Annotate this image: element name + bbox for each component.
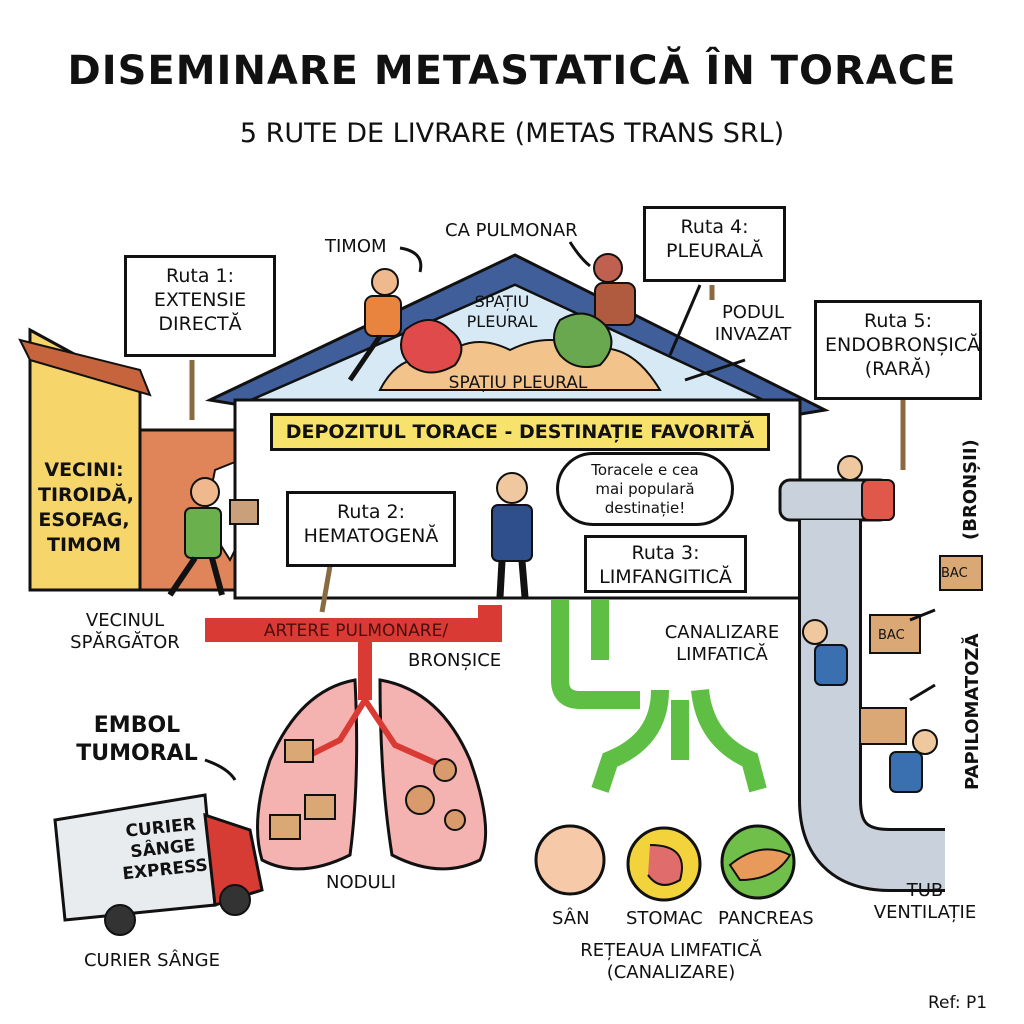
label-vecini-2: TIROIDĂ, xyxy=(38,484,134,506)
reference-label: Ref: P1 xyxy=(928,993,988,1013)
box-label-bac-2: BAC xyxy=(878,628,905,643)
bubble-line-3: destinație! xyxy=(604,499,686,517)
route-4-name: PLEURALĂ xyxy=(666,240,763,262)
route-3-sign: Ruta 3: LIMFANGITICĂ xyxy=(584,535,747,593)
delivery-truck-icon xyxy=(53,793,264,936)
label-papilomatoza: PAPILOMATOZĂ xyxy=(962,633,983,791)
label-canalizare: CANALIZARE LIMFATICĂ xyxy=(652,622,792,666)
route-5-name-1: ENDOBRONȘICĂ xyxy=(825,334,981,356)
label-spatiu-pleural-roof: SPAȚIU PLEURAL xyxy=(462,292,542,332)
label-embol-tumoral: EMBOL TUMORAL xyxy=(72,712,202,768)
label-vecinul: VECINUL xyxy=(85,610,165,631)
label-tub: TUB xyxy=(906,880,944,901)
sign-posts xyxy=(189,285,906,613)
route-5-name-2: (RARĂ) xyxy=(864,358,932,380)
page-title: DISEMINARE METASTATICĂ ÎN TORACE xyxy=(67,48,957,94)
route-2-sign: Ruta 2: HEMATOGENĂ xyxy=(286,491,456,567)
label-ca-pulmonar: CA PULMONAR xyxy=(445,220,578,241)
label-vecini-1: VECINI: xyxy=(44,459,124,481)
label-tub-ventilatie: TUB VENTILAȚIE xyxy=(870,880,980,924)
label-pancreas: PANCREAS xyxy=(718,908,814,929)
route-4-number: Ruta 4: xyxy=(680,216,749,238)
speech-bubble: Toracele e cea mai populară destinație! xyxy=(556,452,734,526)
label-reteaua: REȚEAUA LIMFATICĂ (CANALIZARE) xyxy=(546,940,796,984)
box-label-bac-1: BAC xyxy=(941,566,968,581)
lungs-icon xyxy=(256,678,488,871)
route-3-number: Ruta 3: xyxy=(631,542,700,564)
route-1-name-2: DIRECTĂ xyxy=(158,313,242,335)
stomac-icon xyxy=(626,826,702,902)
tumor-blob-green-icon xyxy=(553,312,613,368)
truck-lettering: CURIER SÂNGE EXPRESS xyxy=(95,811,231,887)
label-curier-sange: CURIER SÂNGE xyxy=(83,950,221,971)
pointer-arrows xyxy=(204,241,936,781)
san-icon xyxy=(534,824,606,896)
label-noduli: NODULI xyxy=(326,872,397,893)
businessman-icon xyxy=(491,472,533,598)
label-spargator: SPĂRGĂTOR xyxy=(70,632,180,653)
route-5-sign: Ruta 5: ENDOBRONȘICĂ (RARĂ) xyxy=(814,300,982,400)
pulmonary-artery-pipe xyxy=(205,605,502,700)
ventilation-tube xyxy=(778,478,945,892)
label-tumoral: TUMORAL xyxy=(76,741,198,766)
route-5-number: Ruta 5: xyxy=(863,310,932,332)
label-vecini-3: ESOFAG, xyxy=(38,509,130,531)
route-4-sign: Ruta 4: PLEURALĂ xyxy=(643,206,786,282)
ca-pulmonar-worker-icon xyxy=(593,253,636,326)
route-2-number: Ruta 2: xyxy=(336,501,405,523)
climber-workers-icon xyxy=(802,455,983,793)
burglar-neighbor-icon xyxy=(167,477,259,597)
label-ventilatie: VENTILAȚIE xyxy=(873,902,977,923)
label-pleural: PLEURAL xyxy=(466,312,538,331)
label-spatiu-pleural-attic: SPAȚIU PLEURAL xyxy=(448,373,588,393)
bubble-line-1: Toracele e cea xyxy=(591,461,699,479)
label-vecini: VECINI: TIROIDĂ, ESOFAG, TIMOM xyxy=(38,458,134,558)
label-podul: PODUL xyxy=(721,302,785,323)
label-reteaua-2: (CANALIZARE) xyxy=(606,962,736,983)
lymph-pipes xyxy=(551,600,767,793)
label-invazat: INVAZAT xyxy=(714,324,792,345)
bubble-line-2: mai populară xyxy=(595,480,695,498)
page-subtitle: 5 RUTE DE LIVRARE (METAS TRANS SRL) xyxy=(239,118,785,149)
route-1-sign: Ruta 1: EXTENSIE DIRECTĂ xyxy=(124,255,276,357)
route-1-name-1: EXTENSIE xyxy=(153,289,247,311)
label-timom: TIMOM xyxy=(325,236,387,257)
label-reteaua-1: REȚEAUA LIMFATICĂ xyxy=(580,940,762,961)
pancreas-icon xyxy=(720,824,796,900)
tumor-blob-red-icon xyxy=(400,319,463,374)
route-2-name: HEMATOGENĂ xyxy=(303,525,439,547)
label-stomac: STOMAC xyxy=(626,908,703,929)
thorax-banner: DEPOZITUL TORACE - DESTINAȚIE FAVORITĂ xyxy=(270,413,770,451)
route-1-number: Ruta 1: xyxy=(165,265,234,287)
label-podul-invazat: PODUL INVAZAT xyxy=(708,302,798,346)
label-san: SÂN xyxy=(552,908,590,929)
label-canalizare-2: LIMFATICĂ xyxy=(676,644,768,665)
label-canalizare-1: CANALIZARE xyxy=(664,622,780,643)
route-3-name: LIMFANGITICĂ xyxy=(599,566,732,588)
label-spatiu: SPAȚIU xyxy=(474,292,530,311)
label-vecinul-spargator: VECINUL SPĂRGĂTOR xyxy=(60,610,190,654)
timom-worker-icon xyxy=(347,268,402,382)
label-bronsii: (BRONȘII) xyxy=(960,439,981,540)
label-vecini-4: TIMOM xyxy=(47,534,121,556)
label-bronsice: BRONȘICE xyxy=(408,650,502,671)
label-embol: EMBOL xyxy=(93,713,181,738)
label-artere: ARTERE PULMONARE/ xyxy=(263,621,449,641)
